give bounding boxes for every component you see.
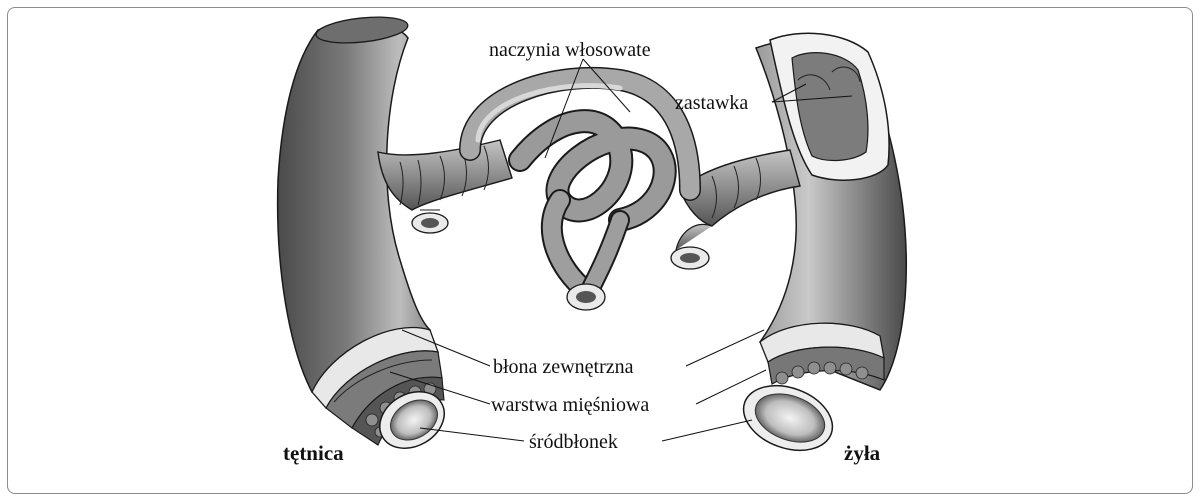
vein-label: żyła bbox=[844, 443, 880, 464]
artery-vessel bbox=[278, 13, 455, 459]
artery-label: tętnica bbox=[283, 443, 344, 464]
muscle-layer-label: warstwa mięśniowa bbox=[491, 395, 649, 415]
arteriole bbox=[378, 140, 512, 233]
capillary-network bbox=[470, 78, 690, 290]
outer-membrane-label: błona zewnętrzna bbox=[493, 357, 633, 377]
capillaries-label: naczynia włosowate bbox=[489, 40, 651, 60]
valve-label: zastawka bbox=[675, 93, 748, 113]
endothelium-label: śródbłonek bbox=[529, 432, 618, 452]
vein-vessel bbox=[735, 33, 907, 462]
